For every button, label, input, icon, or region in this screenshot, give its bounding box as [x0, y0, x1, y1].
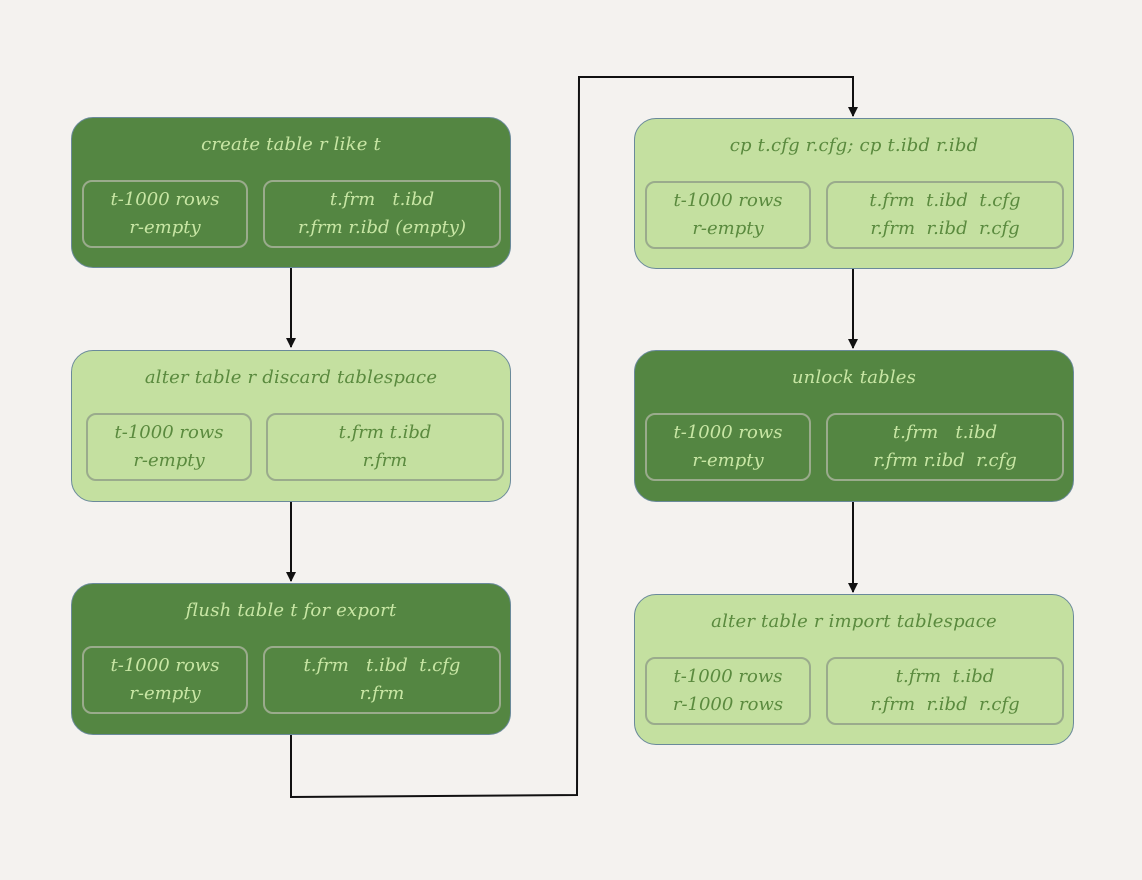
panel-line: t.frm t.ibd — [892, 422, 998, 443]
step-import-tablespace: alter table r import tablespace t-1000 r… — [634, 594, 1074, 745]
panel-line: r-1000 rows — [672, 694, 784, 715]
panel-line: t.frm t.ibd t.cfg — [303, 655, 461, 676]
panel-line: t.frm t.ibd — [329, 189, 435, 210]
files-panel: t.frm t.ibd t.cfg r.frm — [263, 646, 501, 714]
row-count-panel: t-1000 rows r-empty — [82, 180, 248, 248]
panel-line: t.frm t.ibd — [338, 422, 432, 443]
step-title: unlock tables — [791, 367, 917, 388]
panel-line: r-empty — [129, 217, 201, 238]
step-title: flush table t for export — [185, 600, 397, 621]
files-panel: t.frm t.ibd r.frm r.ibd (empty) — [263, 180, 501, 248]
files-panel: t.frm t.ibd r.frm r.ibd r.cfg — [826, 657, 1064, 725]
step-title: alter table r discard tablespace — [144, 367, 438, 388]
panel-line: t-1000 rows — [114, 422, 224, 443]
row-count-panel: t-1000 rows r-empty — [82, 646, 248, 714]
panel-line: r.frm — [362, 450, 408, 471]
panel-line: r.frm r.ibd (empty) — [298, 217, 466, 238]
panel-line: r-empty — [692, 450, 764, 471]
step-discard-tablespace: alter table r discard tablespace t-1000 … — [71, 350, 511, 502]
panel-line: r-empty — [129, 683, 201, 704]
step-create-table: create table r like t t-1000 rows r-empt… — [71, 117, 511, 268]
panel-line: t-1000 rows — [673, 422, 783, 443]
files-panel: t.frm t.ibd t.cfg r.frm r.ibd r.cfg — [826, 181, 1064, 249]
panel-line: r-empty — [133, 450, 205, 471]
step-title: cp t.cfg r.cfg; cp t.ibd r.ibd — [729, 135, 979, 156]
panel-line: r.frm r.ibd r.cfg — [873, 450, 1017, 471]
files-panel: t.frm t.ibd r.frm r.ibd r.cfg — [826, 413, 1064, 481]
step-title: create table r like t — [201, 134, 381, 155]
panel-line: t-1000 rows — [673, 666, 783, 687]
panel-line: t.frm t.ibd — [895, 666, 995, 687]
step-flush-table: flush table t for export t-1000 rows r-e… — [71, 583, 511, 735]
panel-line: r-empty — [692, 218, 764, 239]
step-title: alter table r import tablespace — [711, 611, 997, 632]
panel-line: r.frm — [359, 683, 405, 704]
arrow-flush-to-copy — [290, 76, 858, 799]
panel-line: t-1000 rows — [110, 655, 220, 676]
files-panel: t.frm t.ibd r.frm — [266, 413, 504, 481]
row-count-panel: t-1000 rows r-empty — [86, 413, 252, 481]
step-copy-files: cp t.cfg r.cfg; cp t.ibd r.ibd t-1000 ro… — [634, 118, 1074, 269]
panel-line: t.frm t.ibd t.cfg — [869, 190, 1021, 211]
panel-line: t-1000 rows — [673, 190, 783, 211]
panel-line: t-1000 rows — [110, 189, 220, 210]
row-count-panel: t-1000 rows r-1000 rows — [645, 657, 811, 725]
step-unlock-tables: unlock tables t-1000 rows r-empty t.frm … — [634, 350, 1074, 502]
panel-line: r.frm r.ibd r.cfg — [870, 694, 1020, 715]
row-count-panel: t-1000 rows r-empty — [645, 413, 811, 481]
panel-line: r.frm r.ibd r.cfg — [870, 218, 1020, 239]
row-count-panel: t-1000 rows r-empty — [645, 181, 811, 249]
